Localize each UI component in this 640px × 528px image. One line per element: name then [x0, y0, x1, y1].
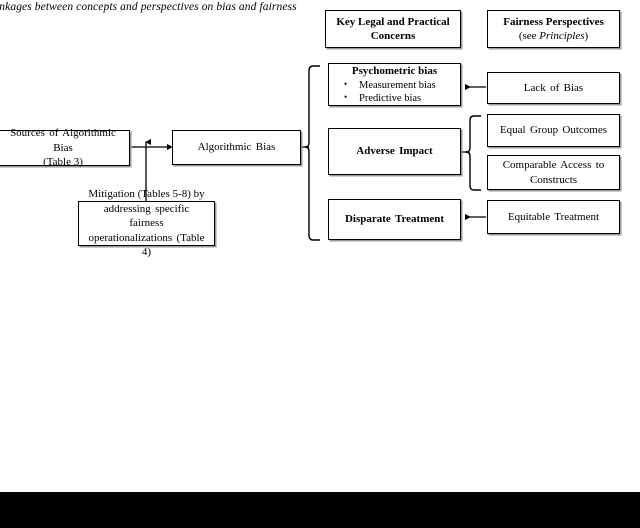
header-fairness-subtitle-italic: Principles [539, 30, 585, 42]
header-key-legal-and-practical-concerns: Key Legal and Practical Concerns [325, 10, 461, 48]
algorithmic-bias-label: Algorithmic Bias [197, 141, 276, 154]
box-adverse-impact: Adverse Impact [328, 128, 461, 175]
psychometric-bias-list: Measurement bias Predictive bias [335, 78, 454, 105]
bottom-black-bar [0, 492, 640, 528]
header-fairness-subtitle-prefix: (see [518, 30, 540, 42]
box-lack-of-bias: Lack of Bias [487, 72, 620, 104]
box-disparate-treatment: Disparate Treatment [328, 199, 461, 240]
disparate-treatment-label: Disparate Treatment [344, 213, 445, 226]
psychometric-content: Psychometric bias Measurement bias Predi… [329, 65, 460, 105]
mitigation-line-3: operationalizations (Table 4) [88, 231, 205, 259]
header-fairness-content: Fairness Perspectives (see Principles) [488, 15, 619, 44]
header-key-legal-label: Key Legal and Practical Concerns [336, 15, 450, 43]
comparable-access-content: Comparable Access to Constructs [488, 158, 619, 187]
psychometric-bias-title: Psychometric bias [351, 64, 438, 77]
figure-caption: inkages between concepts and perspective… [0, 1, 297, 13]
adverse-impact-label: Adverse Impact [356, 145, 433, 158]
mitigation-content: Mitigation (Tables 5-8) by addressing sp… [79, 187, 214, 260]
equal-group-outcomes-label: Equal Group Outcomes [499, 124, 608, 137]
header-fairness-perspectives: Fairness Perspectives (see Principles) [487, 10, 620, 48]
list-item-measurement-bias: Measurement bias [343, 78, 454, 92]
sources-content: Sources of Algorithmic Bias (Table 3) [0, 126, 129, 170]
box-mitigation: Mitigation (Tables 5-8) by addressing sp… [78, 188, 215, 258]
box-equal-group-outcomes: Equal Group Outcomes [487, 114, 620, 147]
sources-table-note: (Table 3) [43, 156, 83, 169]
header-fairness-subtitle-suffix: ) [584, 30, 589, 42]
mitigation-line-2: addressing specific fairness [103, 202, 190, 230]
list-item-predictive-bias: Predictive bias [343, 91, 454, 105]
comparable-access-line-2: Constructs [529, 173, 578, 186]
box-algorithmic-bias: Algorithmic Bias [172, 130, 301, 165]
box-psychometric-bias: Psychometric bias Measurement bias Predi… [328, 63, 461, 106]
header-fairness-title: Fairness Perspectives [503, 15, 604, 28]
box-equitable-treatment: Equitable Treatment [487, 200, 620, 234]
box-sources-of-algorithmic-bias: Sources of Algorithmic Bias (Table 3) [0, 127, 130, 168]
box-comparable-access-to-constructs: Comparable Access to Constructs [487, 155, 620, 190]
comparable-access-line-1: Comparable Access to [502, 159, 605, 171]
equitable-treatment-label: Equitable Treatment [507, 210, 600, 223]
sources-label: Sources of Algorithmic Bias [10, 127, 116, 154]
header-fairness-subtitle: (see Principles) [494, 29, 613, 44]
mitigation-line-1: Mitigation (Tables 5-8) by [88, 188, 205, 201]
lack-of-bias-label: Lack of Bias [523, 81, 584, 94]
